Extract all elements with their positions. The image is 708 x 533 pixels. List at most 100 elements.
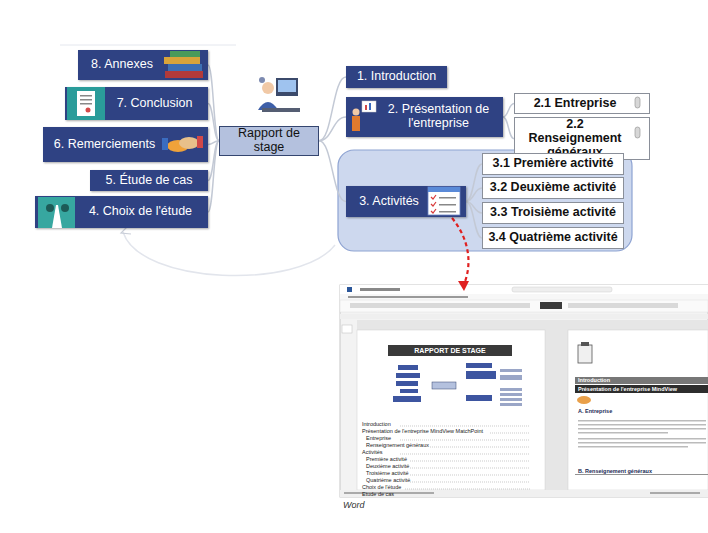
sub-topic: 3.1 Première activité: [482, 153, 624, 175]
drawing-part: [340, 314, 708, 319]
drawing-part: [500, 369, 522, 372]
drawing-part: [262, 82, 274, 94]
drawing-part: [500, 393, 522, 396]
drawing-part: [650, 492, 700, 494]
topic-text: 3.2 Deuxième activité: [490, 181, 616, 195]
drawing-part: [577, 396, 591, 404]
branch-line: [208, 141, 219, 145]
drawing-part: [410, 461, 530, 462]
screenshot-text: Etude de cas: [362, 492, 394, 498]
screenshot-text: Deuxième activité: [366, 464, 409, 470]
branch-line: [466, 188, 482, 202]
main-topic: 4. Choix de l'étude: [35, 196, 208, 228]
topic-text-group: 6. Remerciements: [54, 138, 155, 152]
branch-line: [503, 117, 514, 139]
screenshot-text: Renseignement généraux: [366, 443, 429, 449]
drawing-part: [400, 389, 418, 393]
screenshot-text: Choix de l'étude: [362, 485, 401, 491]
drawing-part: [388, 345, 512, 356]
topic-text: 7. Conclusion: [117, 97, 193, 111]
sub-topic: 3.3 Troisième activité: [482, 202, 624, 224]
main-topic: 3. Activités: [346, 186, 466, 217]
drawing-part: [258, 102, 278, 110]
drawing-part: [340, 294, 708, 300]
drawing-part: [575, 377, 708, 384]
main-topic: 1. Introduction: [346, 66, 447, 88]
drawing-part: [430, 447, 530, 448]
drawing-part: [410, 482, 530, 483]
topic-text-group: 3.1 Première activité: [493, 157, 614, 171]
topic-text: 3.4 Quatrième activité: [488, 231, 617, 245]
topic-text: 3.3 Troisième activité: [490, 206, 616, 220]
screenshot-text: Présentation de l'entreprise MindView: [578, 387, 677, 393]
drawing-part: [500, 388, 522, 391]
root-topic: Rapport de stage: [219, 126, 319, 156]
drawing-part: [350, 303, 530, 308]
screenshot-text: Quatrième activité: [366, 478, 410, 484]
topic-text-group: 5. Étude de cas: [106, 174, 193, 188]
screenshot-text: Introduction: [362, 422, 391, 428]
drawing-part: [60, 45, 236, 46]
drawing-part: [360, 288, 400, 291]
drawing-part: [578, 432, 668, 434]
drawing-part: [400, 454, 530, 455]
screenshot-text: Première activité: [366, 457, 407, 463]
drawing-part: [500, 403, 522, 406]
screenshot-text: Présentation de l'entreprise MindView Ma…: [362, 429, 483, 435]
main-topic: 8. Annexes: [78, 50, 208, 80]
drawing-part: [340, 300, 708, 312]
drawing-part: [575, 385, 708, 393]
drawing-part: [340, 285, 708, 294]
topic-text: 4. Choix de l'étude: [89, 205, 192, 219]
topic-text-group: 3. Activités: [359, 195, 419, 209]
drawing-part: [278, 80, 296, 92]
drawing-part: [432, 382, 456, 389]
drawing-part: [490, 433, 530, 434]
drawing-part: [578, 420, 706, 422]
topic-text: 1. Introduction: [357, 70, 436, 84]
drawing-part: [357, 320, 708, 490]
drawing-part: [500, 375, 522, 380]
drawing-part: [357, 330, 545, 490]
drawing-part: [276, 78, 298, 96]
drawing-part: [458, 281, 469, 291]
drawing-part: [259, 77, 265, 83]
screenshot-text: B. Renseignement généraux: [578, 469, 652, 475]
drawing-part: [466, 363, 492, 368]
drawing-part: [410, 468, 530, 469]
topic-text: 5. Étude de cas: [106, 174, 193, 188]
topic-text: 3.1 Première activité: [493, 157, 614, 171]
drawing-part: [568, 330, 708, 490]
topic-text-group: Rapport de stage: [224, 127, 314, 155]
drawing-part: [340, 490, 708, 497]
drawing-part: [466, 395, 492, 401]
drawing-part: [578, 420, 706, 448]
sub-topic: 3.2 Deuxième activité: [482, 177, 624, 199]
activity-group: [338, 150, 632, 251]
screenshot-text: Activités: [362, 450, 382, 456]
word-screenshot: [340, 285, 708, 497]
worker-icon: [258, 77, 300, 112]
screenshot-text: Entreprise: [366, 436, 391, 442]
branch-line: [208, 141, 219, 181]
drawing-part: [578, 442, 706, 444]
main-topic: 5. Étude de cas: [90, 170, 208, 191]
branch-line: [319, 117, 346, 141]
topic-text: 6. Remerciements: [54, 138, 155, 152]
drawing-part: [400, 426, 530, 489]
drawing-part: [452, 218, 468, 284]
main-topic: 7. Conclusion: [65, 87, 208, 120]
drawing-part: [540, 302, 562, 309]
screenshot-text: A. Entreprise: [578, 409, 612, 415]
branch-line: [319, 77, 346, 141]
drawing-part: [581, 342, 589, 346]
drawing-part: [342, 325, 352, 333]
caption: Word: [343, 500, 365, 510]
topic-text-group: 4. Choix de l'étude: [89, 205, 192, 219]
branch-line: [208, 65, 219, 141]
branch-line: [466, 164, 482, 202]
drawing-part: [578, 345, 592, 363]
screenshot-text: Troisième activité: [366, 471, 409, 477]
branch-line: [503, 104, 514, 118]
